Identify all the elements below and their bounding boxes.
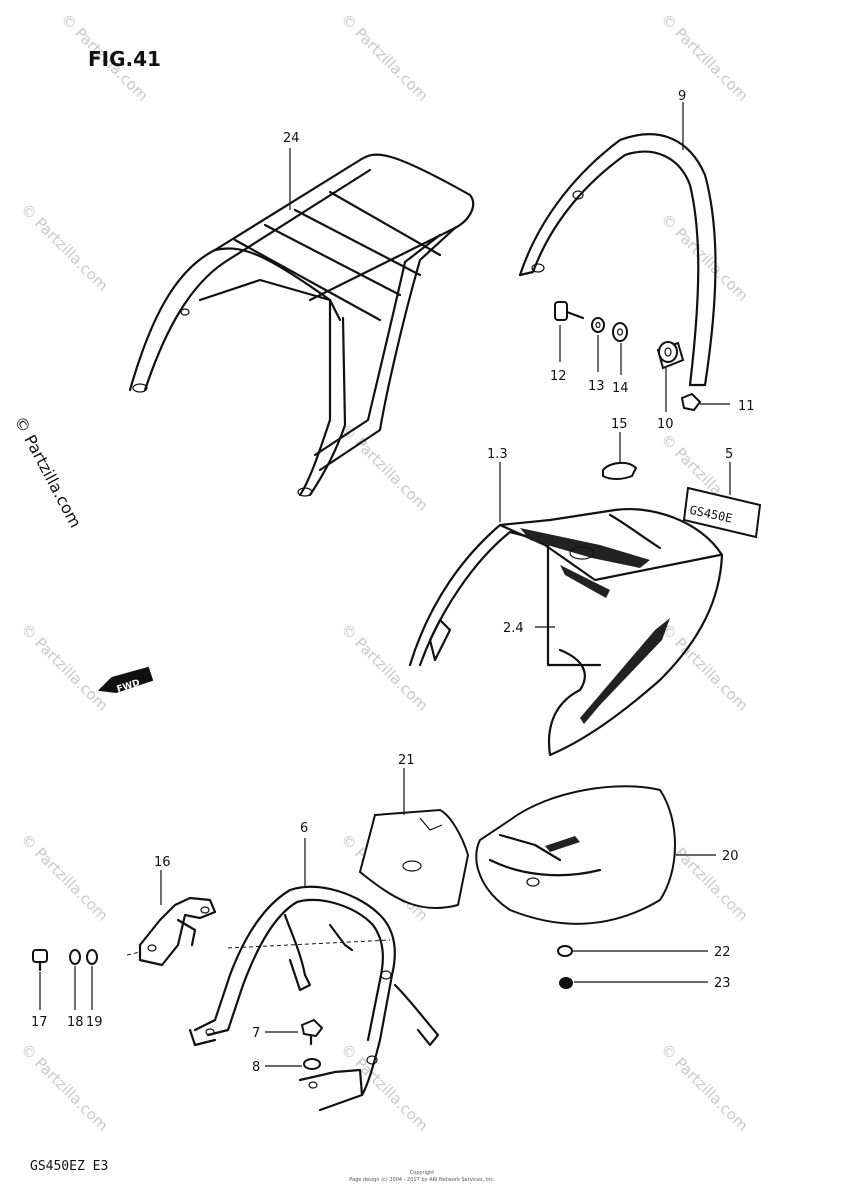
- callout-8: 8: [252, 1060, 260, 1075]
- figure-title: FIG.41: [88, 47, 161, 71]
- watermark: © Partzilla.com: [337, 420, 432, 515]
- callout-15: 15: [611, 417, 628, 432]
- tail-housing-part: [475, 785, 716, 925]
- cover-plate-part: [358, 768, 470, 910]
- callout-24: 24: [283, 131, 300, 146]
- side-watermark: © Partzilla.com: [10, 413, 85, 531]
- callout-22: 22: [714, 945, 731, 960]
- model-code: GS450EZ E3: [30, 1159, 108, 1174]
- watermark: © Partzilla.com: [657, 210, 752, 305]
- callout-13: 13: [588, 379, 605, 394]
- callout-19: 19: [86, 1015, 103, 1030]
- hardware-group-right: [557, 945, 708, 989]
- callout-1-3: 1.3: [487, 447, 508, 462]
- callout-5: 5: [725, 447, 733, 462]
- mount-bracket-part: [126, 870, 217, 967]
- callout-11: 11: [738, 399, 755, 414]
- callout-6: 6: [300, 821, 308, 836]
- watermark: © Partzilla.com: [17, 200, 112, 295]
- watermark: © Partzilla.com: [17, 1040, 112, 1135]
- callout-23: 23: [714, 976, 731, 991]
- watermark: © Partzilla.com: [17, 830, 112, 925]
- callouts: 24 9 12 13 14 10 11 15 1.3 5 2.4 21 20 6…: [31, 89, 755, 1075]
- hardware-group-upper: [554, 301, 730, 480]
- hardware-group-left: [32, 949, 98, 1010]
- watermark: © Partzilla.com: [337, 10, 432, 105]
- callout-16: 16: [154, 855, 171, 870]
- callout-18: 18: [67, 1015, 84, 1030]
- hardware-group-center: [265, 1018, 324, 1070]
- forward-arrow-icon: FWD: [97, 666, 154, 695]
- callout-20: 20: [722, 849, 739, 864]
- copyright-line-1: Copyright: [410, 1170, 434, 1176]
- callout-17: 17: [31, 1015, 48, 1030]
- callout-14: 14: [612, 381, 629, 396]
- callout-12: 12: [550, 369, 567, 384]
- watermark: © Partzilla.com: [337, 1040, 432, 1135]
- copyright-line-2: Page design (c) 2004 - 2017 by ARI Netwo…: [349, 1177, 495, 1183]
- callout-21: 21: [398, 753, 415, 768]
- fender-bracket-part: [188, 838, 440, 1112]
- luggage-carrier-part: [128, 148, 475, 497]
- watermark: © Partzilla.com: [337, 620, 432, 715]
- callout-10: 10: [657, 417, 674, 432]
- watermark: © Partzilla.com: [657, 1040, 752, 1135]
- tail-cowl-part: [408, 462, 724, 757]
- grab-handle-part: [518, 102, 717, 387]
- callout-7: 7: [252, 1026, 260, 1041]
- watermark: © Partzilla.com: [657, 10, 752, 105]
- callout-9: 9: [678, 89, 686, 104]
- watermark: © Partzilla.com: [17, 620, 112, 715]
- decal-part: GS450E: [682, 462, 762, 539]
- callout-2-4: 2.4: [503, 621, 524, 636]
- watermark-layer: © Partzilla.com © Partzilla.com © Partzi…: [10, 10, 751, 1135]
